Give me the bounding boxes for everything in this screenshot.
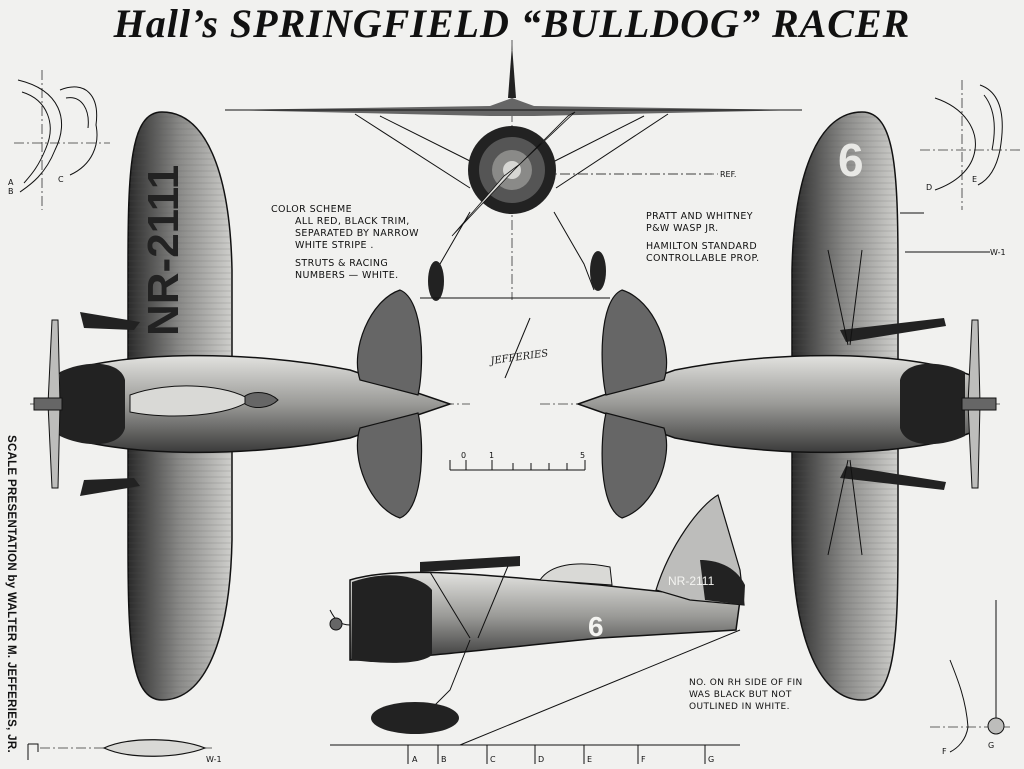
svg-text:G: G bbox=[988, 741, 994, 750]
strut-section-w1 bbox=[27, 739, 215, 760]
engine-note: PRATT AND WHITNEY P&W WASP JR. HAMILTON … bbox=[646, 211, 760, 265]
struts-line: STRUTS & RACING bbox=[295, 258, 389, 269]
section-curves-abc bbox=[14, 70, 110, 210]
w1-label-right: W-1 bbox=[990, 248, 1006, 257]
section-label-f: F bbox=[942, 747, 947, 756]
color-scheme-note: COLOR SCHEME ALL RED, BLACK TRIM, SEPARA… bbox=[271, 204, 419, 282]
color-scheme-line: WHITE STRIPE . bbox=[295, 240, 374, 251]
svg-text:W-1: W-1 bbox=[990, 248, 1006, 257]
fin-note-line: OUTLINED IN WHITE. bbox=[689, 702, 790, 712]
svg-text:REF.: REF. bbox=[720, 170, 736, 179]
scale-label-five: 5 bbox=[580, 451, 585, 460]
station-label-f: F bbox=[641, 755, 646, 764]
svg-text:F: F bbox=[942, 747, 947, 756]
scale-bar: 0 1 5 bbox=[449, 451, 586, 471]
station-label-d: D bbox=[538, 755, 544, 764]
fin-note-line: WAS BLACK BUT NOT bbox=[689, 690, 792, 700]
svg-text:A: A bbox=[8, 178, 14, 187]
section-label-d: D bbox=[926, 183, 932, 192]
prop-line: CONTROLLABLE PROP. bbox=[646, 253, 760, 264]
top-view-registration: NR-2111 bbox=[139, 165, 188, 336]
front-view bbox=[225, 40, 802, 301]
bottom-view: 6 bbox=[540, 111, 1000, 701]
engine-line: PRATT AND WHITNEY bbox=[646, 211, 753, 222]
fin-note-line: NO. ON RH SIDE OF FIN bbox=[689, 678, 803, 688]
station-label-b: B bbox=[441, 755, 447, 764]
section-label-e: E bbox=[972, 175, 977, 184]
section-label-b: B bbox=[8, 187, 14, 196]
station-labels: A B C D E F G bbox=[407, 745, 714, 764]
svg-text:D: D bbox=[926, 183, 932, 192]
section-label-a: A bbox=[8, 178, 14, 187]
scale-label-zero: 0 bbox=[461, 451, 466, 460]
scale-label-one: 1 bbox=[489, 451, 494, 460]
section-curves-fg bbox=[930, 600, 1010, 753]
color-scheme-heading: COLOR SCHEME bbox=[271, 204, 352, 215]
page-title: Hall’s SPRINGFIELD “BULLDOG” RACER bbox=[113, 1, 911, 46]
section-curves-de bbox=[920, 80, 1020, 210]
fin-registration: NR-2111 bbox=[668, 574, 715, 588]
svg-text:E: E bbox=[972, 175, 977, 184]
side-view: 6 NR-2111 bbox=[329, 494, 745, 746]
prop-line: HAMILTON STANDARD bbox=[646, 241, 758, 252]
station-label-e: E bbox=[587, 755, 592, 764]
color-scheme-line: SEPARATED BY NARROW bbox=[295, 228, 419, 239]
top-view: NR-2111 bbox=[30, 111, 470, 701]
color-scheme-line: ALL RED, BLACK TRIM, bbox=[295, 216, 410, 227]
w1-label-left: W-1 bbox=[206, 755, 222, 764]
section-label-g: G bbox=[988, 741, 994, 750]
ref-label: REF. bbox=[720, 170, 736, 179]
station-label-g: G bbox=[708, 755, 714, 764]
section-label-c: C bbox=[58, 175, 64, 184]
svg-text:B: B bbox=[8, 187, 14, 196]
station-label-c: C bbox=[490, 755, 496, 764]
svg-text:C: C bbox=[58, 175, 64, 184]
fin-note: NO. ON RH SIDE OF FIN WAS BLACK BUT NOT … bbox=[689, 677, 803, 713]
engine-line: P&W WASP JR. bbox=[646, 223, 719, 234]
svg-text:JEFFERIES: JEFFERIES bbox=[488, 348, 549, 367]
artist-signature: JEFFERIES bbox=[488, 317, 549, 379]
station-label-a: A bbox=[412, 755, 418, 764]
struts-line: NUMBERS — WHITE. bbox=[295, 270, 399, 281]
bottom-view-number: 6 bbox=[838, 134, 864, 186]
svg-text:W-1: W-1 bbox=[206, 755, 222, 764]
side-view-number: 6 bbox=[588, 611, 604, 642]
